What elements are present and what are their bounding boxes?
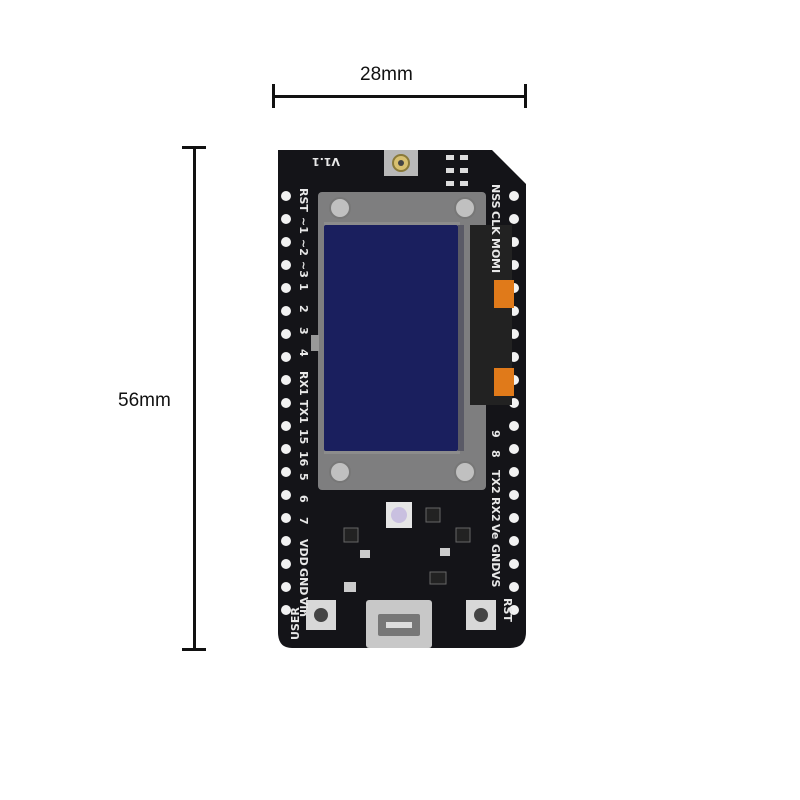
pin-hole bbox=[509, 444, 519, 454]
left-pin-label: ~3 bbox=[297, 261, 310, 278]
height-dimension-tick-bottom bbox=[182, 648, 206, 651]
oled-screen bbox=[324, 225, 458, 451]
rst-button-label: RST bbox=[501, 598, 514, 622]
left-pin-label: 3 bbox=[297, 327, 310, 335]
pin-hole bbox=[281, 352, 291, 362]
width-dimension-label: 28mm bbox=[360, 64, 413, 85]
right-pin-label: GND bbox=[489, 544, 502, 571]
left-pin-label: 6 bbox=[297, 495, 310, 503]
right-pin-label: 9 bbox=[489, 430, 502, 438]
right-pin-label: CLK bbox=[489, 211, 502, 235]
pin-hole bbox=[281, 490, 291, 500]
right-pin-label: MI bbox=[489, 258, 502, 273]
antenna-connector bbox=[384, 150, 418, 176]
pin-hole bbox=[281, 214, 291, 224]
rgb-led bbox=[386, 502, 412, 528]
right-pin-label: MO bbox=[489, 238, 502, 258]
pin-hole bbox=[509, 559, 519, 569]
left-pin-label: RST bbox=[297, 188, 310, 212]
left-pin-label: 7 bbox=[297, 517, 310, 525]
pin-hole bbox=[509, 513, 519, 523]
pin-hole bbox=[281, 260, 291, 270]
pin-hole bbox=[509, 536, 519, 546]
left-pin-label: GND bbox=[297, 568, 310, 595]
left-pin-label: 5 bbox=[297, 473, 310, 481]
flex-cable bbox=[470, 225, 514, 405]
pin-hole bbox=[281, 559, 291, 569]
pin-hole bbox=[281, 306, 291, 316]
right-pin-label: RX2 bbox=[489, 497, 502, 522]
height-dimension-line bbox=[193, 147, 196, 650]
left-pin-label: 4 bbox=[297, 349, 310, 357]
left-pin-header bbox=[281, 191, 291, 615]
pin-hole bbox=[509, 191, 519, 201]
width-dimension-tick-left bbox=[272, 84, 275, 108]
right-pin-label: Ve bbox=[489, 524, 502, 539]
pin-hole bbox=[281, 467, 291, 477]
pin-hole bbox=[509, 605, 519, 615]
width-dimension-line bbox=[274, 95, 526, 98]
left-pin-label: VDD bbox=[297, 539, 310, 566]
right-pin-label: VS bbox=[489, 571, 502, 588]
left-pin-label: 15 bbox=[297, 429, 310, 444]
user-button-label: USER bbox=[289, 607, 302, 640]
pin-hole bbox=[281, 191, 291, 201]
board-version: V1.1 bbox=[312, 155, 340, 168]
pin-hole bbox=[281, 513, 291, 523]
left-pin-label: RX1 bbox=[297, 371, 310, 396]
pin-hole bbox=[281, 444, 291, 454]
pin-hole bbox=[509, 582, 519, 592]
pin-hole bbox=[281, 398, 291, 408]
left-pin-label: Vin bbox=[297, 597, 310, 617]
left-pin-label: 16 bbox=[297, 451, 310, 467]
side-tab bbox=[311, 335, 319, 351]
pin-hole bbox=[281, 237, 291, 247]
smd-components-top bbox=[446, 155, 468, 186]
left-pin-label: ~2 bbox=[297, 239, 310, 256]
pin-hole bbox=[281, 283, 291, 293]
pin-hole bbox=[281, 536, 291, 546]
user-button[interactable] bbox=[306, 600, 336, 630]
pin-hole bbox=[509, 490, 519, 500]
pin-hole bbox=[509, 214, 519, 224]
pin-hole bbox=[281, 375, 291, 385]
pin-hole bbox=[281, 329, 291, 339]
usb-connector bbox=[366, 600, 432, 648]
rst-button[interactable] bbox=[466, 600, 496, 630]
pin-hole bbox=[509, 467, 519, 477]
width-dimension-tick-right bbox=[524, 84, 527, 108]
right-pin-label: 8 bbox=[489, 450, 502, 458]
height-dimension-label: 56mm bbox=[118, 390, 171, 411]
pin-hole bbox=[509, 421, 519, 431]
left-pin-label: 1 bbox=[297, 283, 310, 291]
ic-chips bbox=[343, 507, 471, 592]
pin-hole bbox=[281, 582, 291, 592]
pin-hole bbox=[281, 421, 291, 431]
height-dimension-tick-top bbox=[182, 146, 206, 149]
left-pin-label: 2 bbox=[297, 305, 310, 313]
left-pin-label: ~1 bbox=[297, 217, 310, 234]
left-pin-label: TX1 bbox=[297, 400, 310, 424]
right-pin-label: TX2 bbox=[489, 470, 502, 494]
pin-hole bbox=[281, 605, 291, 615]
right-pin-label: NSS bbox=[489, 184, 502, 209]
screws bbox=[329, 197, 476, 483]
